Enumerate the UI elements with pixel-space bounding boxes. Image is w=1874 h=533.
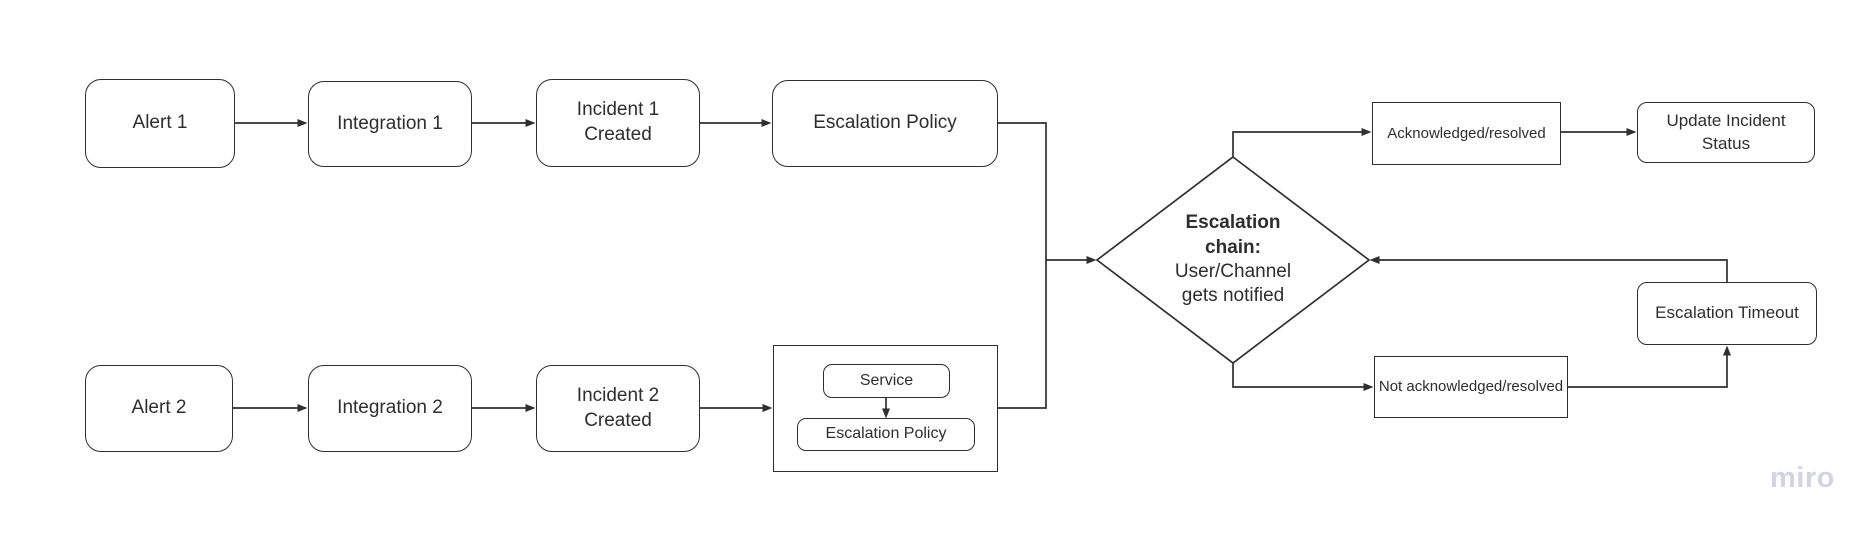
node-not-acknowledged-resolved[interactable]: Not acknowledged/resolved — [1374, 356, 1568, 418]
node-alert-1-label: Alert 1 — [132, 112, 188, 134]
connector-escalation-policy1-junction — [998, 122, 1047, 260]
node-escalation-policy-2-label: Escalation Policy — [825, 425, 947, 443]
node-integration-2-label: Integration 2 — [337, 397, 443, 419]
node-escalation-timeout[interactable]: Escalation Timeout — [1637, 282, 1817, 345]
node-update-incident-status[interactable]: Update Incident Status — [1637, 102, 1815, 163]
node-incident-1-created-label: Incident 1 Created — [576, 99, 660, 145]
node-incident-2-created-label: Incident 2 Created — [576, 384, 660, 431]
connector-decision-not-acknowledged — [1232, 363, 1374, 391]
node-integration-2[interactable]: Integration 2 — [308, 365, 472, 452]
node-escalation-policy-1-label: Escalation Policy — [813, 112, 957, 134]
node-acknowledged-resolved-label: Acknowledged/resolved — [1387, 124, 1546, 142]
node-incident-1-created[interactable]: Incident 1 Created — [536, 79, 700, 167]
escalation-chain-diamond[interactable] — [1095, 155, 1371, 365]
node-escalation-policy-1[interactable]: Escalation Policy — [772, 80, 998, 167]
connector-service-group-junction — [998, 260, 1047, 409]
node-acknowledged-resolved[interactable]: Acknowledged/resolved — [1372, 102, 1561, 165]
miro-watermark: miro — [1770, 462, 1835, 494]
node-alert-2[interactable]: Alert 2 — [85, 365, 233, 452]
escalation-chain-subtitle: User/Channel gets notified — [1174, 261, 1292, 307]
node-not-acknowledged-resolved-label: Not acknowledged/resolved — [1378, 378, 1564, 396]
node-alert-2-label: Alert 2 — [131, 397, 187, 419]
node-escalation-timeout-label: Escalation Timeout — [1655, 303, 1799, 323]
node-integration-1[interactable]: Integration 1 — [308, 81, 472, 167]
connector-not-acknowledged-escalation-timeout — [1568, 345, 1731, 388]
connector-decision-acknowledged — [1232, 128, 1372, 157]
node-service[interactable]: Service — [823, 364, 950, 398]
connector-escalation-timeout-decision — [1369, 256, 1728, 282]
node-escalation-policy-2[interactable]: Escalation Policy — [797, 418, 975, 451]
node-update-incident-status-label: Update Incident Status — [1666, 111, 1786, 153]
escalation-chain-title: Escalation chain: — [1185, 212, 1281, 258]
escalation-chain-diamond-label: Escalation chain: User/Channel gets noti… — [1133, 198, 1333, 322]
node-service-label: Service — [859, 371, 914, 389]
node-integration-1-label: Integration 1 — [337, 112, 443, 134]
node-incident-2-created[interactable]: Incident 2 Created — [536, 365, 700, 452]
node-alert-1[interactable]: Alert 1 — [85, 79, 235, 168]
